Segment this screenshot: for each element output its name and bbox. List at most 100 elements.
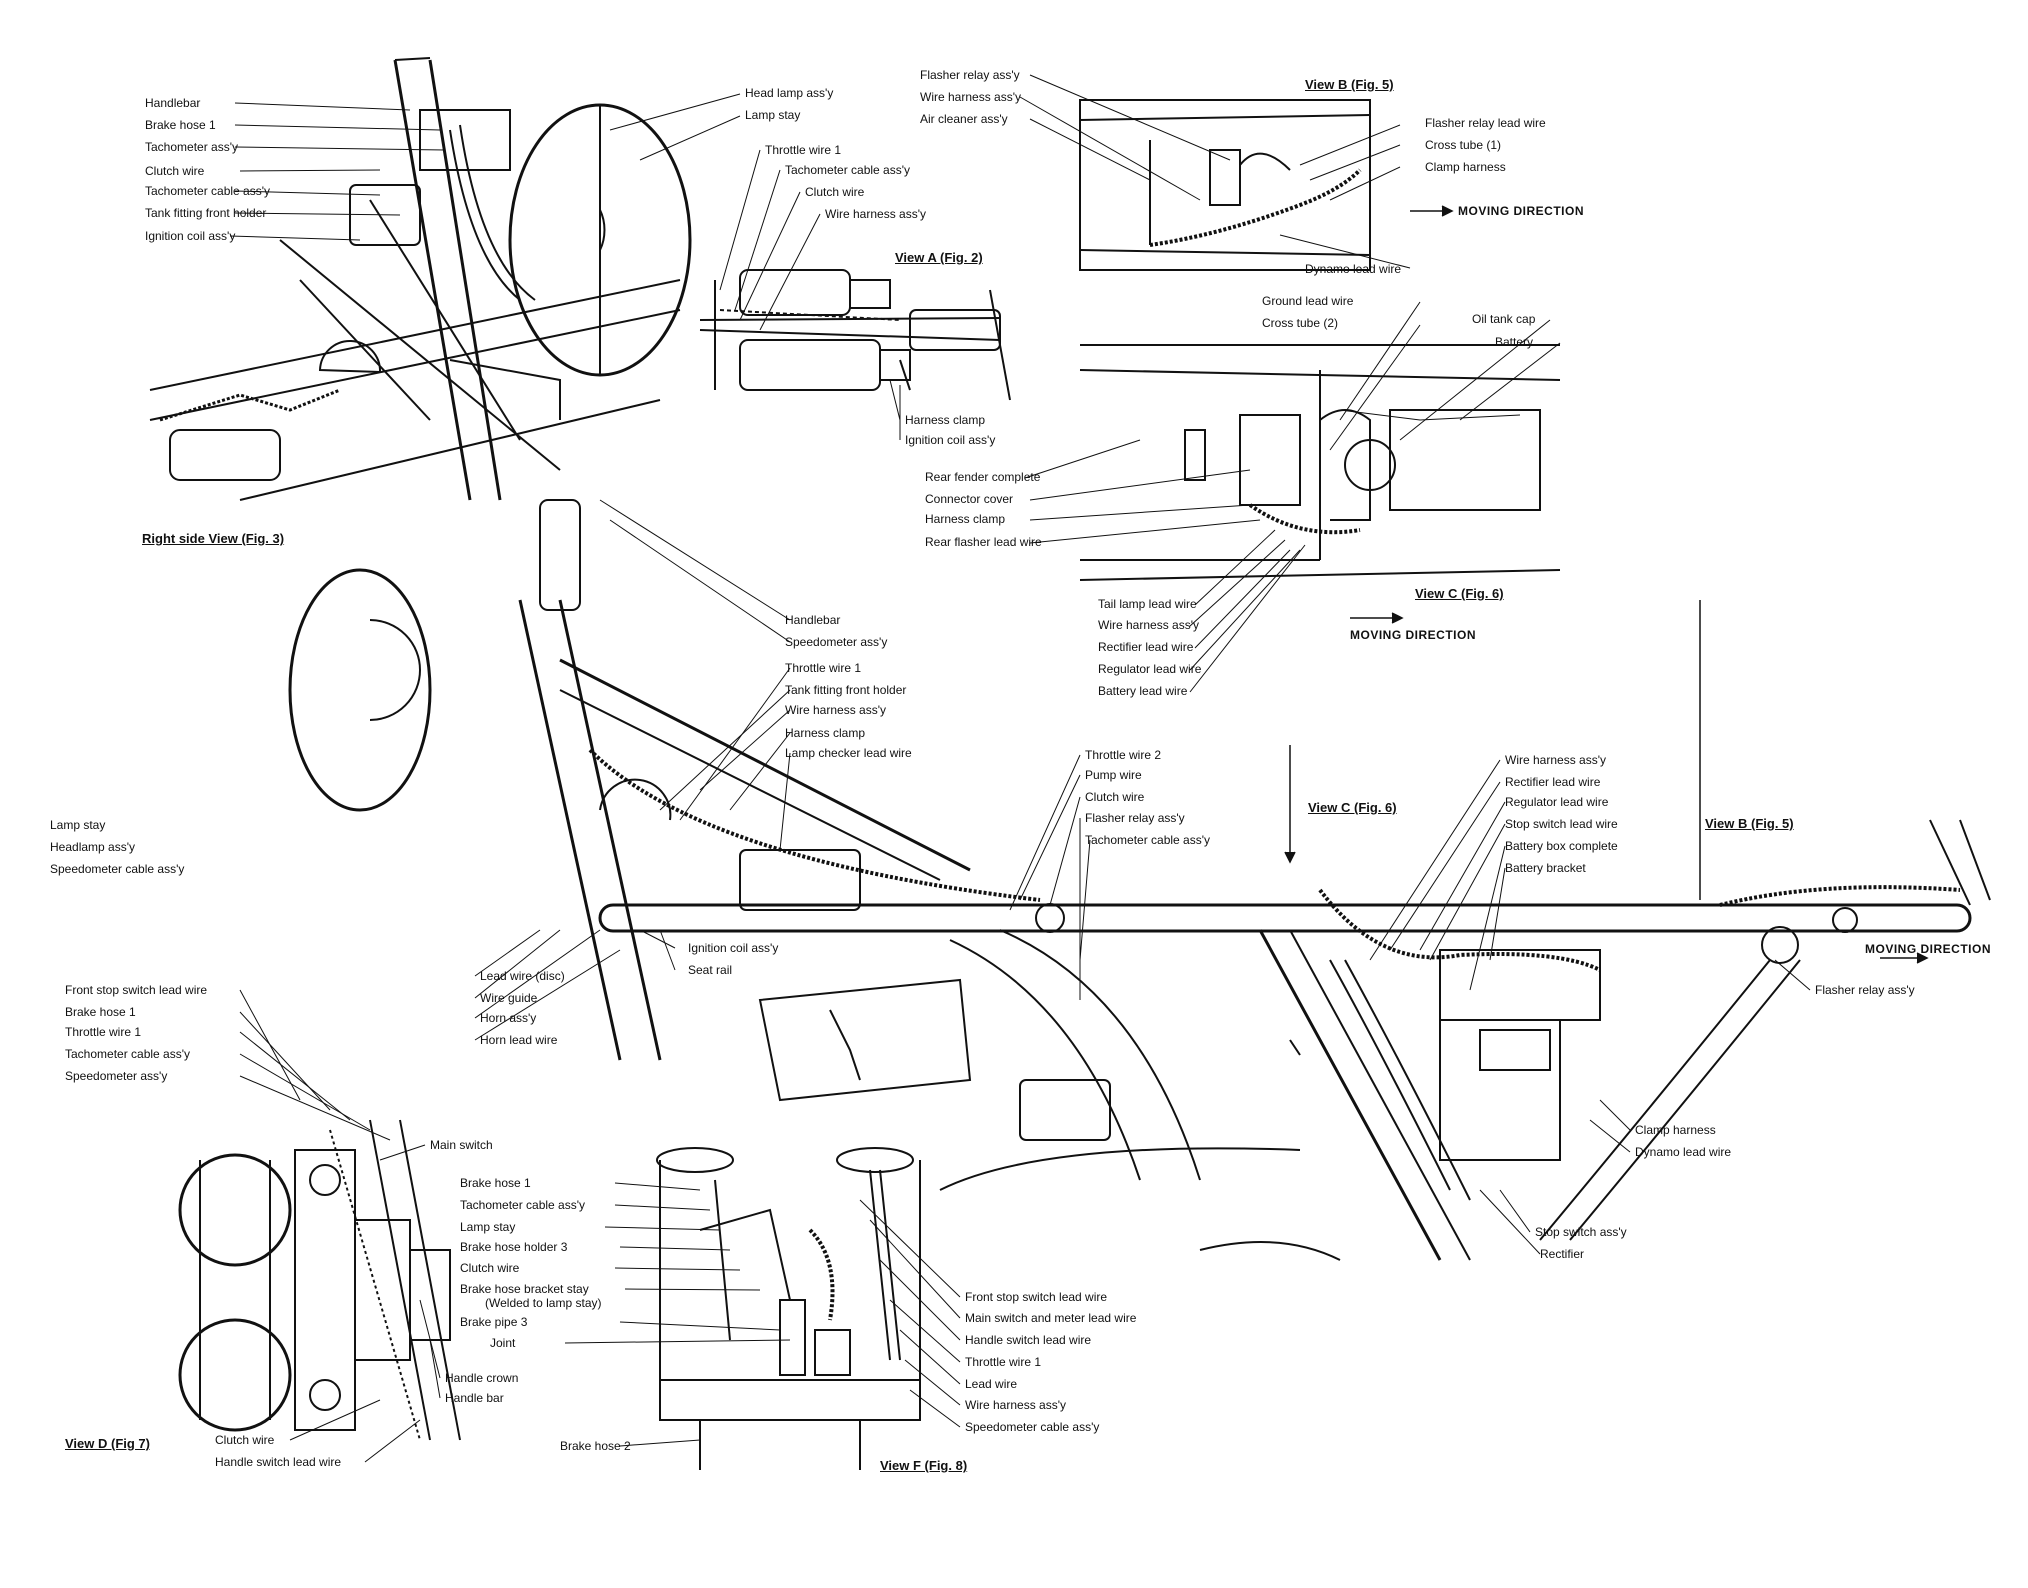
leader-lines [230, 75, 1810, 1462]
fig2-label-wire-harness: Wire harness ass'y [825, 207, 926, 221]
rear-label-flasher-relay: Flasher relay ass'y [1815, 983, 1915, 997]
fig6-label-rear-fender: Rear fender complete [925, 470, 1041, 484]
main-label-pump-wire: Pump wire [1085, 768, 1142, 782]
fig8-label-front-stop: Front stop switch lead wire [965, 1290, 1108, 1304]
fig8-label-joint: Joint [490, 1336, 516, 1350]
fig3-label-ignition-coil: Ignition coil ass'y [145, 229, 236, 243]
main-label-tank-holder: Tank fitting front holder [785, 683, 907, 697]
main-label-handlebar: Handlebar [785, 613, 841, 627]
fig5-label-dynamo: Dynamo lead wire [1305, 262, 1402, 276]
main-label-seat-rail: Seat rail [688, 963, 733, 977]
rear-moving-direction: MOVING DIRECTION [1865, 942, 1992, 956]
main-label-throttle-wire: Throttle wire 1 [785, 661, 862, 675]
fig8-label-throttle: Throttle wire 1 [965, 1355, 1042, 1369]
main-label-throttle-wire-2: Throttle wire 2 [1085, 748, 1162, 762]
fig5-label-flasher-relay: Flasher relay ass'y [920, 68, 1020, 82]
fig7-label-handle-switch: Handle switch lead wire [215, 1455, 342, 1469]
fig5-label-clamp-harness: Clamp harness [1425, 160, 1506, 174]
fig8-label-lead-wire: Lead wire [965, 1377, 1018, 1391]
fig6-moving-direction: MOVING DIRECTION [1350, 628, 1477, 642]
fig2-label-ignition-coil: Ignition coil ass'y [905, 433, 996, 447]
fig6-label-battery: Battery [1495, 335, 1534, 349]
fig6-label-rectifier: Rectifier lead wire [1098, 640, 1194, 654]
fig8-label-brake-pipe: Brake pipe 3 [460, 1315, 528, 1329]
fig5-label-air-cleaner: Air cleaner ass'y [920, 112, 1008, 126]
fig6-label-regulator: Regulator lead wire [1098, 662, 1202, 676]
main-label-wire-harness: Wire harness ass'y [785, 703, 886, 717]
rear-label-battery-bracket: Battery bracket [1505, 861, 1586, 875]
fig3-label-handlebar: Handlebar [145, 96, 201, 110]
fig8-label-brake-hose-1: Brake hose 1 [460, 1176, 531, 1190]
fig2-label-throttle: Throttle wire 1 [765, 143, 842, 157]
fig3-label-clutch-wire: Clutch wire [145, 164, 205, 178]
rear-label-rectifier: Rectifier [1540, 1247, 1585, 1261]
rear-view-c-title: View C (Fig. 6) [1308, 800, 1397, 815]
main-label-lamp-checker: Lamp checker lead wire [785, 746, 912, 760]
main-label-clutch-wire: Clutch wire [1085, 790, 1145, 804]
fig8-title: View F (Fig. 8) [880, 1458, 968, 1473]
fig6-label-tail-lamp: Tail lamp lead wire [1098, 597, 1197, 611]
main-label-lamp-stay: Lamp stay [50, 818, 106, 832]
fig6-label-harness-clamp: Harness clamp [925, 512, 1006, 526]
rear-label-wire-harness: Wire harness ass'y [1505, 753, 1606, 767]
main-label-horn: Horn ass'y [480, 1011, 537, 1025]
fig7-drawing [180, 1120, 460, 1440]
fig5-label-flasher-lead: Flasher relay lead wire [1425, 116, 1546, 130]
fig7-label-speedometer: Speedometer ass'y [65, 1069, 168, 1083]
fig8-label-brake-hose-holder: Brake hose holder 3 [460, 1240, 568, 1254]
direction-arrows [1285, 206, 1927, 963]
fig6-label-battery-lead: Battery lead wire [1098, 684, 1188, 698]
main-label-speedometer: Speedometer ass'y [785, 635, 888, 649]
rear-drawing [1260, 820, 1990, 1260]
fig5-label-cross-tube: Cross tube (1) [1425, 138, 1502, 152]
fig2-label-harness-clamp: Harness clamp [905, 413, 986, 427]
main-label-ignition-coil: Ignition coil ass'y [688, 941, 779, 955]
fig6-label-oil-tank-cap: Oil tank cap [1472, 312, 1536, 326]
fig8-label-welded: (Welded to lamp stay) [485, 1296, 602, 1310]
fig6-label-ground: Ground lead wire [1262, 294, 1354, 308]
rear-label-stop-switch-lead: Stop switch lead wire [1505, 817, 1618, 831]
fig2-drawing [700, 270, 1010, 400]
fig7-label-handle-crown: Handle crown [445, 1371, 519, 1385]
fig7-label-clutch: Clutch wire [215, 1433, 275, 1447]
rear-label-battery-box: Battery box complete [1505, 839, 1618, 853]
fig7-label-brake-hose: Brake hose 1 [65, 1005, 136, 1019]
fig3-label-lamp-stay: Lamp stay [745, 108, 801, 122]
fig8-label-wire-harness: Wire harness ass'y [965, 1398, 1066, 1412]
main-label-horn-lead: Horn lead wire [480, 1033, 558, 1047]
rear-label-rectifier-lead: Rectifier lead wire [1505, 775, 1601, 789]
main-label-speedometer-cable: Speedometer cable ass'y [50, 862, 185, 876]
rear-label-stop-switch: Stop switch ass'y [1535, 1225, 1627, 1239]
fig6-label-cross-tube: Cross tube (2) [1262, 316, 1339, 330]
fig6-drawing [1080, 345, 1560, 580]
fig5-label-wire-harness: Wire harness ass'y [920, 90, 1021, 104]
main-label-headlamp: Headlamp ass'y [50, 840, 135, 854]
fig7-label-main-switch: Main switch [430, 1138, 493, 1152]
main-label-flasher-relay: Flasher relay ass'y [1085, 811, 1185, 825]
rear-label-clamp-harness: Clamp harness [1635, 1123, 1716, 1137]
fig8-label-main-switch-meter: Main switch and meter lead wire [965, 1311, 1137, 1325]
fig2-title: View A (Fig. 2) [895, 250, 983, 265]
fig7-label-throttle: Throttle wire 1 [65, 1025, 142, 1039]
fig6-label-wire-harness: Wire harness ass'y [1098, 618, 1199, 632]
main-label-harness-clamp: Harness clamp [785, 726, 866, 740]
rear-label-dynamo: Dynamo lead wire [1635, 1145, 1732, 1159]
fig6-title: View C (Fig. 6) [1415, 586, 1504, 601]
fig7-label-front-stop: Front stop switch lead wire [65, 983, 208, 997]
fig5-moving-direction: MOVING DIRECTION [1458, 204, 1585, 218]
rear-view-b-title: View B (Fig. 5) [1705, 816, 1794, 831]
fig5-drawing [1080, 100, 1370, 270]
fig8-label-clutch: Clutch wire [460, 1261, 520, 1275]
fig8-label-brake-hose-2: Brake hose 2 [560, 1439, 631, 1453]
fig8-label-lamp-stay: Lamp stay [460, 1220, 516, 1234]
fig3-label-tank-holder: Tank fitting front holder [145, 206, 267, 220]
fig7-title: View D (Fig 7) [65, 1436, 150, 1451]
main-label-lead-wire-disc: Lead wire (disc) [480, 969, 565, 983]
fig8-label-speedometer-cable: Speedometer cable ass'y [965, 1420, 1100, 1434]
fig3-label-tachometer-cable: Tachometer cable ass'y [145, 184, 271, 198]
fig3-label-head-lamp: Head lamp ass'y [745, 86, 834, 100]
fig3-title: Right side View (Fig. 3) [142, 531, 285, 546]
fig2-label-clutch: Clutch wire [805, 185, 865, 199]
